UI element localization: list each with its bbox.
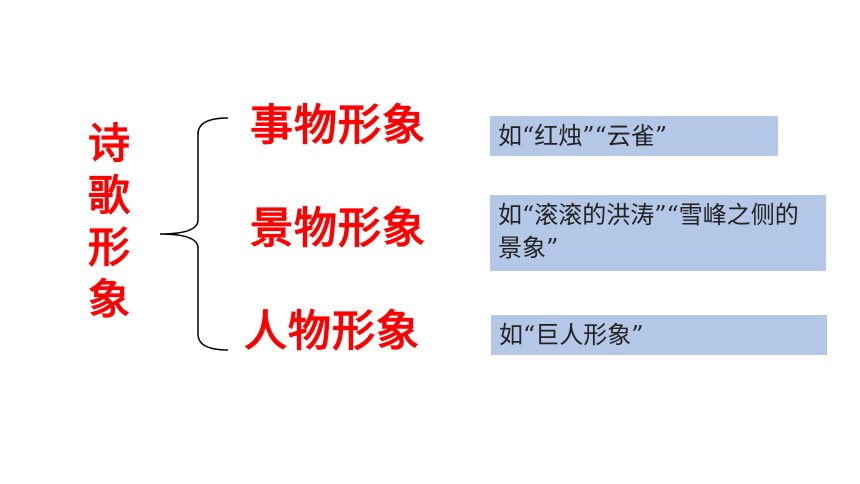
root-title: 诗 歌 形 象 [80, 118, 138, 326]
root-title-char: 诗 [87, 119, 130, 168]
example-box-things: 如“红烛”“云雀” [490, 116, 778, 156]
curly-brace [159, 117, 229, 351]
category-scenery: 景物形象 [250, 204, 426, 254]
root-title-char: 歌 [87, 171, 130, 220]
example-box-scenery: 如“滚滚的洪涛”“雪峰之侧的景象” [490, 195, 826, 271]
category-people: 人物形象 [244, 307, 420, 357]
root-title-char: 象 [87, 275, 130, 324]
category-things: 事物形象 [250, 101, 426, 151]
root-title-char: 形 [87, 223, 130, 272]
example-box-people: 如“巨人形象” [491, 315, 827, 355]
